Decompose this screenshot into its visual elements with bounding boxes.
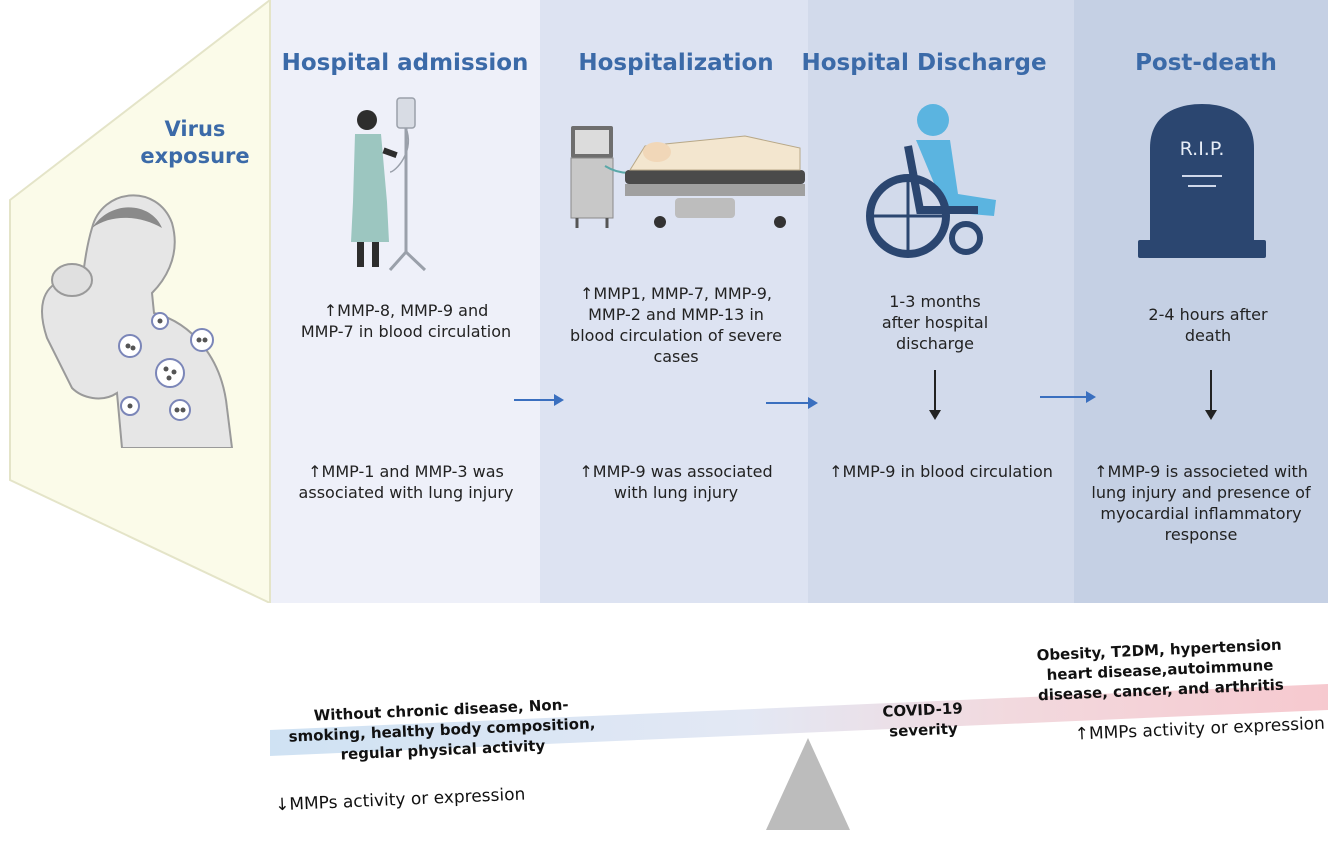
- stage-title-admission: Hospital admission: [281, 50, 529, 76]
- arrow-discharge-to-post-death: [1040, 391, 1096, 403]
- stage-detail-discharge: 1-3 months after hospital discharge: [881, 292, 989, 353]
- tombstone-text: R.I.P.: [1179, 138, 1225, 160]
- stage-title-post-death: Post-death: [1135, 50, 1277, 76]
- stage-panel-discharge: [808, 0, 1074, 603]
- arrow-down-discharge: [929, 370, 941, 420]
- arrow-admission-to-hospitalization: [514, 394, 564, 406]
- stage-panel-post-death: [1074, 0, 1328, 603]
- stage-title-discharge: Hospital Discharge: [801, 50, 1047, 76]
- arrow-down-post-death: [1205, 370, 1217, 420]
- wheelchair-icon: [866, 104, 996, 258]
- hospital-bed-icon: [570, 126, 805, 228]
- balance-scale: [270, 684, 1328, 830]
- stage-detail-post-death: 2-4 hours after death: [1148, 305, 1268, 345]
- stage-finding-admission: ↑MMP-1 and MMP-3 was associated with lun…: [298, 462, 514, 502]
- stage-finding-post-death: ↑MMP-9 is associeted with lung injury an…: [1091, 462, 1311, 544]
- tombstone-icon: [1138, 104, 1266, 258]
- patient-iv-icon: [351, 97, 427, 272]
- arrow-hospitalization-to-discharge: [766, 397, 818, 409]
- stage-detail-hospitalization: ↑MMP1, MMP-7, MMP-9, MMP-2 and MMP-13 in…: [570, 284, 782, 366]
- stage-title-hospitalization: Hospitalization: [578, 50, 774, 76]
- stage-finding-hospitalization: ↑MMP-9 was associated with lung injury: [579, 462, 773, 502]
- stage-detail-admission: ↑MMP-8, MMP-9 and MMP-7 in blood circula…: [300, 301, 512, 341]
- virus-exposure-label: Virus exposure: [140, 117, 250, 168]
- coughing-man-icon: [41, 194, 234, 448]
- covid-severity-label: COVID-19 severity: [882, 699, 964, 741]
- stage-panel-hospitalization: [540, 0, 808, 603]
- stage-finding-discharge: ↑MMP-9 in blood circulation: [829, 462, 1053, 481]
